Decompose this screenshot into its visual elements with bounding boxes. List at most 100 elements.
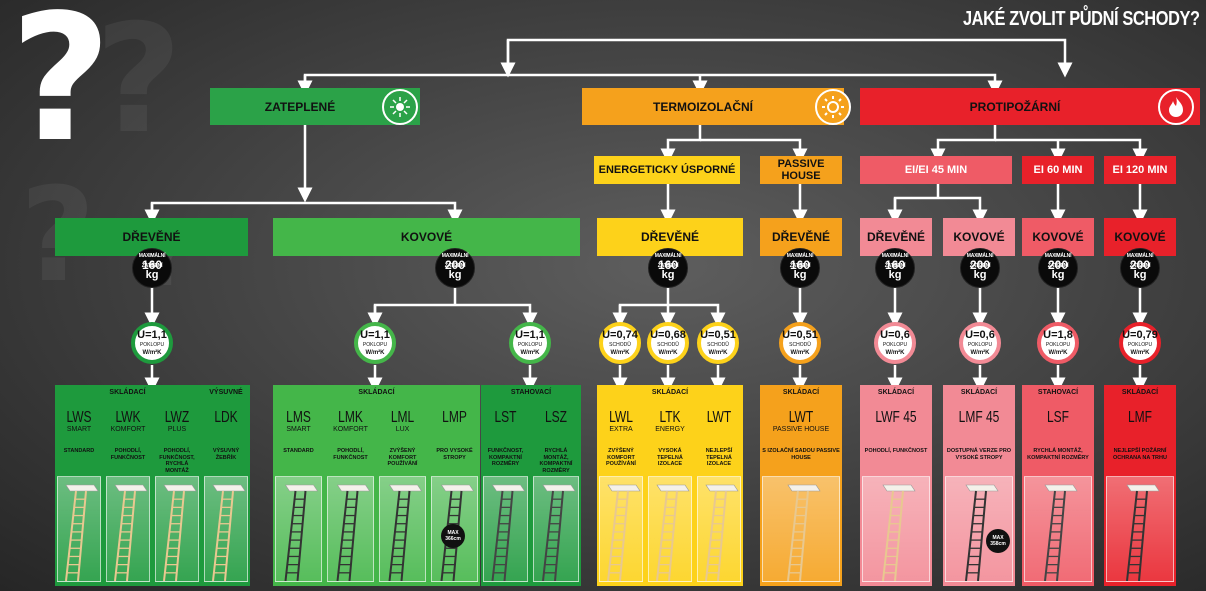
material-label: KOVOVÉ: [1114, 230, 1166, 244]
product-photo-lsz: [533, 476, 579, 582]
panel-header: SKLÁDACÍ: [782, 388, 820, 396]
product-photo-lwz: [155, 476, 199, 582]
ladder-illustration: [284, 484, 319, 581]
product-code-lmp: LMP: [429, 410, 480, 426]
product-description: ZVÝŠENÝ KOMFORT POUŽÍVÁNÍ: [606, 448, 636, 467]
product-variant: EXTRA: [609, 426, 633, 433]
sub-ei60: EI 60 MIN: [1022, 156, 1094, 184]
product-code-lmf: LMF: [1104, 410, 1176, 426]
bg-question-mark: ?: [95, 0, 183, 167]
product-code: LWT: [706, 409, 732, 426]
u-value: U=0,6: [965, 329, 995, 341]
product-code: LWK: [115, 409, 141, 426]
product-code: LWZ: [164, 409, 190, 426]
u-unit: W/m²K: [1048, 350, 1068, 356]
panel-header: SKLÁDACÍ: [1121, 388, 1159, 396]
load-caption: MAXIMÁLNÍ ZATÍŽENÍ: [786, 253, 814, 269]
product-code: LWF 45: [875, 409, 917, 426]
u-caption: SCHODŮ: [609, 342, 631, 348]
product-description: STANDARD: [283, 448, 314, 454]
u-value: U=1,1: [137, 329, 167, 341]
snowflake-sun-icon: [382, 89, 418, 125]
material-label: DŘEVĚNÉ: [640, 230, 699, 244]
product-photo-lwk: [106, 476, 150, 582]
u-unit: W/m²K: [885, 350, 905, 356]
u-unit: W/m²K: [1130, 350, 1150, 356]
load-value: 200: [444, 258, 466, 272]
product-description: NEJLEPŠÍ POŽÁRNÍ OCHRANA NA TRHU: [1113, 448, 1167, 461]
product-photo-ldk: [204, 476, 248, 582]
product-variant: ENERGY: [655, 426, 685, 433]
product-photo-lwl: [599, 476, 643, 582]
product-description: RYCHLÁ MONTÁŽ, KOMPAKTNÍ ROZMĚRY: [1027, 448, 1089, 461]
u-caption: POKLOPU: [967, 342, 993, 348]
panel-header: VÝSUVNÉ: [209, 388, 243, 396]
load-unit: kg: [793, 269, 807, 281]
product-description: NEJLEPŠÍ TEPELNÁ IZOLACE: [705, 448, 733, 467]
load-unit: kg: [888, 269, 902, 281]
u-value: U=0,74: [602, 329, 638, 341]
ladder-illustration: [114, 484, 148, 581]
product-code-lsf: LSF: [1022, 410, 1094, 426]
material-wood-passive: DŘEVĚNÉ: [760, 218, 842, 256]
load-caption: MAXIMÁLNÍ ZATÍŽENÍ: [881, 253, 909, 269]
product-variant: SMART: [286, 426, 311, 433]
product-description: STANDARD: [63, 448, 95, 454]
product-code: LMS: [286, 409, 311, 426]
max-height-label: MAX 366cm: [445, 530, 461, 542]
product-photo-lms: [275, 476, 322, 582]
category-thermo: TERMOIZOLAČNÍ: [582, 88, 844, 125]
sub-passive: PASSIVE HOUSE: [760, 156, 842, 184]
u-value: U=0,6: [880, 329, 910, 341]
u-caption: POKLOPU: [517, 342, 543, 348]
panel-header: SKLÁDACÍ: [960, 388, 998, 396]
u-unit: W/m²K: [970, 350, 990, 356]
ladder-illustration: [1126, 484, 1160, 581]
product-code: LWS: [66, 409, 92, 426]
ladder-illustration: [388, 484, 423, 581]
material-label: DŘEVĚNÉ: [771, 230, 830, 244]
material-label: KOVOVÉ: [953, 230, 1005, 244]
panel-header: STAHOVACÍ: [510, 388, 552, 396]
sub-energy: ENERGETICKY ÚSPORNÉ: [594, 156, 740, 184]
product-variant: PLUS: [167, 426, 187, 433]
product-photo-lws: [57, 476, 101, 582]
u-value: U=1,1: [360, 329, 390, 341]
sub-ei45: EI/EI 45 MIN: [860, 156, 1012, 184]
load-caption: MAXIMÁLNÍ ZATÍŽENÍ: [138, 253, 166, 269]
load-unit: kg: [661, 269, 675, 281]
question-mark: ?: [10, 0, 112, 181]
material-label: DŘEVĚNÉ: [122, 230, 181, 244]
product-variant: SMART: [66, 426, 92, 433]
u-unit: W/m²K: [658, 350, 678, 356]
u-unit: W/m²K: [142, 350, 162, 356]
panel-header: SKLÁDACÍ: [877, 388, 915, 396]
product-code: LSF: [1046, 409, 1070, 426]
material-metal-insulated: KOVOVÉ: [273, 218, 580, 256]
category-fire-label: PROTIPOŽÁRNÍ: [969, 99, 1061, 114]
sub-ei45-label: EI/EI 45 MIN: [904, 164, 968, 176]
product-code-lsz: LSZ: [531, 410, 581, 426]
product-description: VYSOKÁ TEPELNÁ IZOLACE: [657, 448, 683, 467]
u-caption: POKLOPU: [1127, 342, 1153, 348]
product-description: FUNKČNOST, KOMPAKTNÍ ROZMĚRY: [487, 448, 524, 467]
product-variant: LUX: [395, 426, 410, 433]
product-code: LDK: [214, 409, 238, 426]
u-caption: POKLOPU: [882, 342, 908, 348]
load-caption: MAXIMÁLNÍ ZATÍŽENÍ: [441, 253, 469, 269]
u-caption: SCHODŮ: [657, 342, 679, 348]
material-label: KOVOVÉ: [400, 230, 453, 244]
sun-icon: [815, 89, 851, 125]
